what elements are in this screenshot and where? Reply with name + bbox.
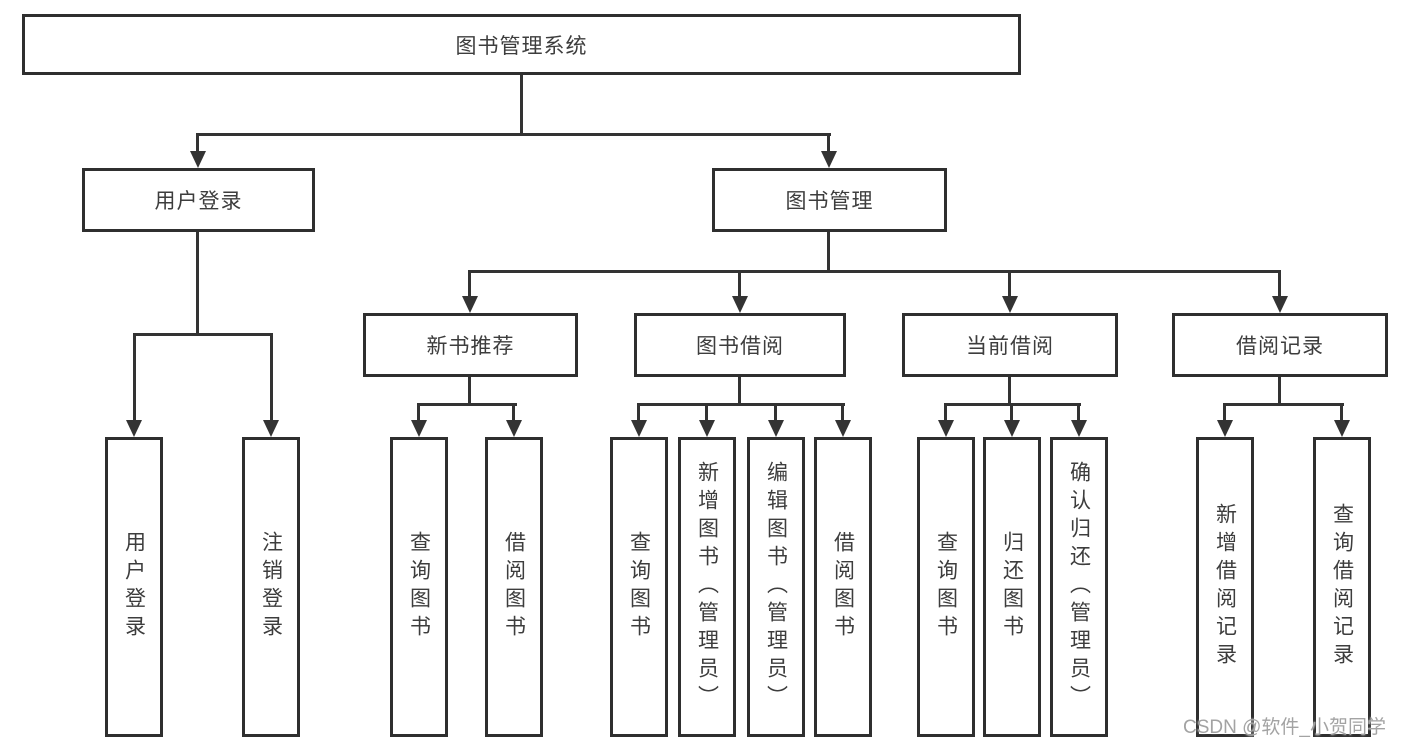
connector-stem [270, 333, 273, 422]
leaf-query-books-3: 查询图书 [917, 437, 975, 737]
connector-new-book-trunk [468, 377, 471, 406]
connector-root-trunk [520, 75, 523, 136]
connector-new-book-split [417, 403, 517, 406]
leaf-user-login: 用户登录 [105, 437, 163, 737]
node-user-login: 用户登录 [82, 168, 315, 232]
arrowhead-icon [263, 420, 279, 437]
arrowhead-icon [462, 296, 478, 313]
node-label: 查询图书 [407, 531, 431, 643]
connector-stem [512, 403, 515, 422]
node-label: 确认归还（管理员） [1067, 461, 1091, 713]
arrowhead-icon [732, 296, 748, 313]
arrowhead-icon [1272, 296, 1288, 313]
connector-stem [1010, 403, 1013, 422]
arrowhead-icon [1004, 420, 1020, 437]
connector-stem [827, 133, 830, 153]
node-book-management: 图书管理 [712, 168, 947, 232]
arrowhead-icon [506, 420, 522, 437]
connector-book-borrowing-split [637, 403, 845, 406]
arrowhead-icon [411, 420, 427, 437]
leaf-query-borrow-record: 查询借阅记录 [1313, 437, 1371, 737]
node-new-book-recommend: 新书推荐 [363, 313, 578, 377]
arrowhead-icon [835, 420, 851, 437]
connector-stem [468, 270, 471, 298]
arrowhead-icon [768, 420, 784, 437]
connector-stem [1340, 403, 1343, 422]
arrowhead-icon [190, 151, 206, 168]
node-label: 用户登录 [122, 531, 146, 643]
node-label: 查询借阅记录 [1330, 503, 1354, 671]
leaf-edit-book-admin: 编辑图书（管理员） [747, 437, 805, 737]
connector-stem [196, 133, 199, 153]
leaf-logout: 注销登录 [242, 437, 300, 737]
connector-book-mgmt-trunk [827, 232, 830, 273]
connector-stem [133, 333, 136, 422]
node-label: 用户登录 [154, 190, 243, 213]
connector-current-borrowing-trunk [1008, 377, 1011, 406]
node-borrowing-records: 借阅记录 [1172, 313, 1388, 377]
connector-stem [1278, 270, 1281, 298]
connector-user-login-trunk [196, 232, 199, 336]
node-label: 查询图书 [934, 531, 958, 643]
connector-stem [1223, 403, 1226, 422]
connector-stem [774, 403, 777, 422]
connector-root-split [196, 133, 831, 136]
connector-stem [417, 403, 420, 422]
connector-stem [637, 403, 640, 422]
connector-borrowing-records-split [1223, 403, 1344, 406]
arrowhead-icon [1071, 420, 1087, 437]
node-label: 当前借阅 [966, 335, 1054, 358]
connector-borrowing-records-trunk [1278, 377, 1281, 406]
connector-stem [944, 403, 947, 422]
arrowhead-icon [1002, 296, 1018, 313]
leaf-query-books-1: 查询图书 [390, 437, 448, 737]
watermark-text: CSDN @软件_小贺同学 [1183, 717, 1386, 738]
node-label: 新增图书（管理员） [695, 461, 719, 713]
leaf-confirm-return-admin: 确认归还（管理员） [1050, 437, 1108, 737]
arrowhead-icon [1334, 420, 1350, 437]
node-label: 借阅图书 [502, 531, 526, 643]
node-label: 借阅图书 [831, 531, 855, 643]
node-label: 归还图书 [1000, 531, 1024, 643]
node-label: 图书管理 [785, 190, 874, 213]
node-label: 图书管理系统 [455, 34, 588, 58]
leaf-add-borrow-record: 新增借阅记录 [1196, 437, 1254, 737]
connector-stem [1077, 403, 1080, 422]
arrowhead-icon [938, 420, 954, 437]
arrowhead-icon [1217, 420, 1233, 437]
node-label: 查询图书 [627, 531, 651, 643]
node-label: 新增借阅记录 [1213, 503, 1237, 671]
connector-stem [705, 403, 708, 422]
leaf-borrow-books-2: 借阅图书 [814, 437, 872, 737]
node-label: 注销登录 [259, 531, 283, 643]
connector-stem [738, 270, 741, 298]
arrowhead-icon [631, 420, 647, 437]
arrowhead-icon [821, 151, 837, 168]
leaf-return-book: 归还图书 [983, 437, 1041, 737]
node-label: 新书推荐 [426, 335, 515, 358]
connector-stem [841, 403, 844, 422]
connector-stem [1008, 270, 1011, 298]
connector-user-login-split [133, 333, 273, 336]
arrowhead-icon [126, 420, 142, 437]
connector-book-borrowing-trunk [738, 377, 741, 406]
connector-book-mgmt-split [468, 270, 1281, 273]
leaf-borrow-books-1: 借阅图书 [485, 437, 543, 737]
node-label: 借阅记录 [1236, 335, 1324, 358]
node-label: 图书借阅 [696, 335, 784, 358]
leaf-query-books-2: 查询图书 [610, 437, 668, 737]
arrowhead-icon [699, 420, 715, 437]
node-current-borrowing: 当前借阅 [902, 313, 1118, 377]
node-book-borrowing: 图书借阅 [634, 313, 846, 377]
leaf-add-book-admin: 新增图书（管理员） [678, 437, 736, 737]
node-library-management-system: 图书管理系统 [22, 14, 1021, 75]
node-label: 编辑图书（管理员） [764, 461, 788, 713]
